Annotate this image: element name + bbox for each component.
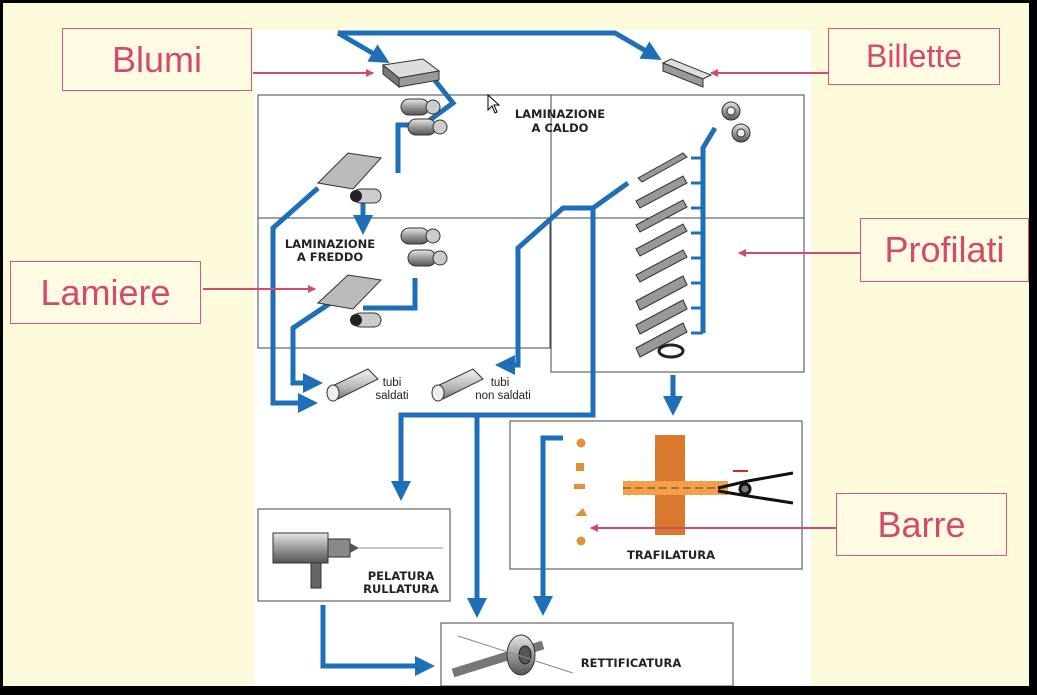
slide: LAMINAZIONE A CALDO LAMINAZIONE A FREDDO… [3, 3, 1029, 686]
seamless-tube-label-2: non saldati [475, 390, 531, 402]
seamless-tube-label-1: tubi [491, 377, 510, 389]
profiles-box [550, 94, 805, 373]
flow-arrows [270, 30, 718, 676]
hot-rolling-rolls [400, 98, 448, 136]
flow-to-peeling [391, 208, 596, 501]
welded-tube [326, 368, 379, 402]
peeling-title-2: RULLATURA [363, 582, 439, 596]
profile-branch-ticks [691, 156, 703, 335]
label-profilati: Profilati [860, 218, 1029, 282]
flow-cold-rolls [363, 278, 418, 311]
flow-top-left [336, 30, 390, 64]
bar-sections [574, 438, 587, 546]
flow-profiles-to-seamless [495, 180, 630, 375]
label-barre: Barre [836, 493, 1007, 556]
roller-icon [451, 634, 574, 678]
cold-rolling-box [257, 217, 551, 349]
billet-rolls [721, 101, 751, 143]
drawing-title: TRAFILATURA [627, 548, 715, 562]
flow-cold-plate [290, 295, 340, 393]
peeling-tool [272, 532, 443, 589]
pliers-icon [717, 471, 794, 505]
profile-shapes [635, 152, 688, 358]
hot-rolling-title-2: A CALDO [532, 121, 589, 135]
wire-coil [657, 343, 685, 359]
label-billette: Billette [828, 28, 1000, 85]
hot-plate [316, 152, 382, 190]
peeling-box [257, 508, 451, 602]
welded-tube-label-1: tubi [383, 377, 402, 389]
cold-plate [316, 274, 383, 310]
cold-rolling-title-2: A FREDDO [297, 250, 364, 264]
flow-plate-down [270, 186, 320, 413]
label-blumi: Blumi [62, 28, 252, 91]
cold-rolling-rolls [400, 227, 448, 267]
flow-billet-to-profiles [700, 126, 718, 333]
steel-process-diagram: LAMINAZIONE A CALDO LAMINAZIONE A FREDDO… [203, 30, 861, 686]
bloom-ingot [381, 58, 441, 89]
hot-coil [350, 188, 382, 204]
peeling-title-1: PELATURA [368, 569, 435, 583]
hot-rolling-title-1: LAMINAZIONE [515, 107, 605, 121]
process-illustration [254, 30, 811, 686]
drawing-box [509, 420, 803, 570]
mouse-cursor-icon [487, 94, 501, 114]
cold-coil [350, 312, 382, 328]
drawing-die [623, 435, 748, 535]
flow-bars-to-grinding [533, 435, 563, 616]
billet-bar [661, 58, 713, 88]
flow-top-right [338, 30, 662, 61]
seamless-tube [431, 368, 484, 402]
grinding-title: RETTIFICATURA [581, 656, 682, 670]
cold-rolling-title-1: LAMINAZIONE [285, 237, 375, 251]
label-lamiere: Lamiere [10, 261, 201, 324]
callout-arrows [203, 69, 861, 532]
flow-peeling-to-grinding [320, 605, 435, 676]
grinding-box [440, 622, 734, 686]
welded-tube-label-2: saldati [375, 390, 408, 402]
